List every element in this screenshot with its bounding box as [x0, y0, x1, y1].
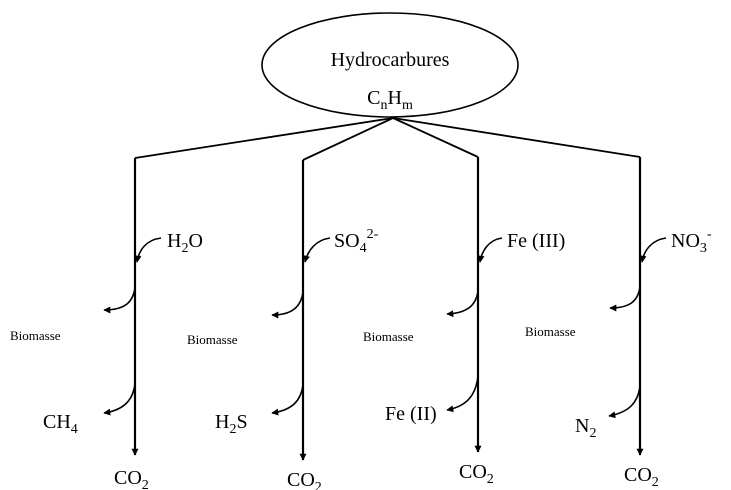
biomass-label-2: Biomasse — [187, 332, 238, 347]
branch-line-4 — [392, 117, 641, 158]
biomass-curve-2 — [271, 291, 304, 319]
pathway-fe3: Fe (III) Biomasse Fe (II) CO2 — [363, 157, 565, 487]
reduced-curve-2 — [271, 384, 304, 416]
biomass-label-3: Biomasse — [363, 329, 414, 344]
co2-label-3: CO2 — [459, 461, 494, 487]
source-formula: CnHm — [367, 87, 413, 113]
acceptor-label-2: SO42- — [334, 227, 379, 256]
co2-label-2: CO2 — [287, 469, 322, 490]
acceptor-label-3: Fe (III) — [507, 230, 565, 252]
co2-label-4: CO2 — [624, 464, 659, 490]
acceptor-curve-1 — [134, 237, 162, 263]
branch-line-3 — [392, 117, 479, 158]
source-title: Hydrocarbures — [331, 49, 450, 71]
acceptor-label-4: NO3- — [671, 227, 712, 256]
co2-label-1: CO2 — [114, 467, 149, 490]
acceptor-curve-3 — [477, 237, 503, 263]
pathway-no3: NO3- Biomasse N2 CO2 — [525, 157, 712, 490]
biomass-curve-1 — [103, 287, 136, 314]
biomass-curve-3 — [446, 290, 479, 318]
source-ellipse — [261, 12, 519, 118]
reduced-curve-3 — [446, 375, 479, 413]
pathway-so4: SO42- Biomasse H2S CO2 — [187, 160, 379, 490]
reduced-label-2: H2S — [215, 411, 248, 437]
reduced-curve-4 — [608, 385, 641, 419]
biomass-curve-4 — [609, 286, 641, 312]
reduced-label-4: N2 — [575, 415, 596, 441]
branch-lines — [134, 117, 641, 161]
reduced-label-3: Fe (II) — [385, 403, 437, 425]
branch-line-1 — [134, 117, 394, 159]
biomass-label-4: Biomasse — [525, 324, 576, 339]
reduced-label-1: CH4 — [43, 411, 78, 437]
branch-line-2 — [302, 117, 394, 161]
pathway-h2o: H2O Biomasse CH4 CO2 — [10, 158, 203, 490]
acceptor-curve-4 — [639, 237, 667, 263]
acceptor-label-1: H2O — [167, 230, 203, 256]
biomass-label-1: Biomasse — [10, 328, 61, 343]
acceptor-curve-2 — [303, 237, 331, 263]
reduced-curve-1 — [103, 383, 136, 416]
